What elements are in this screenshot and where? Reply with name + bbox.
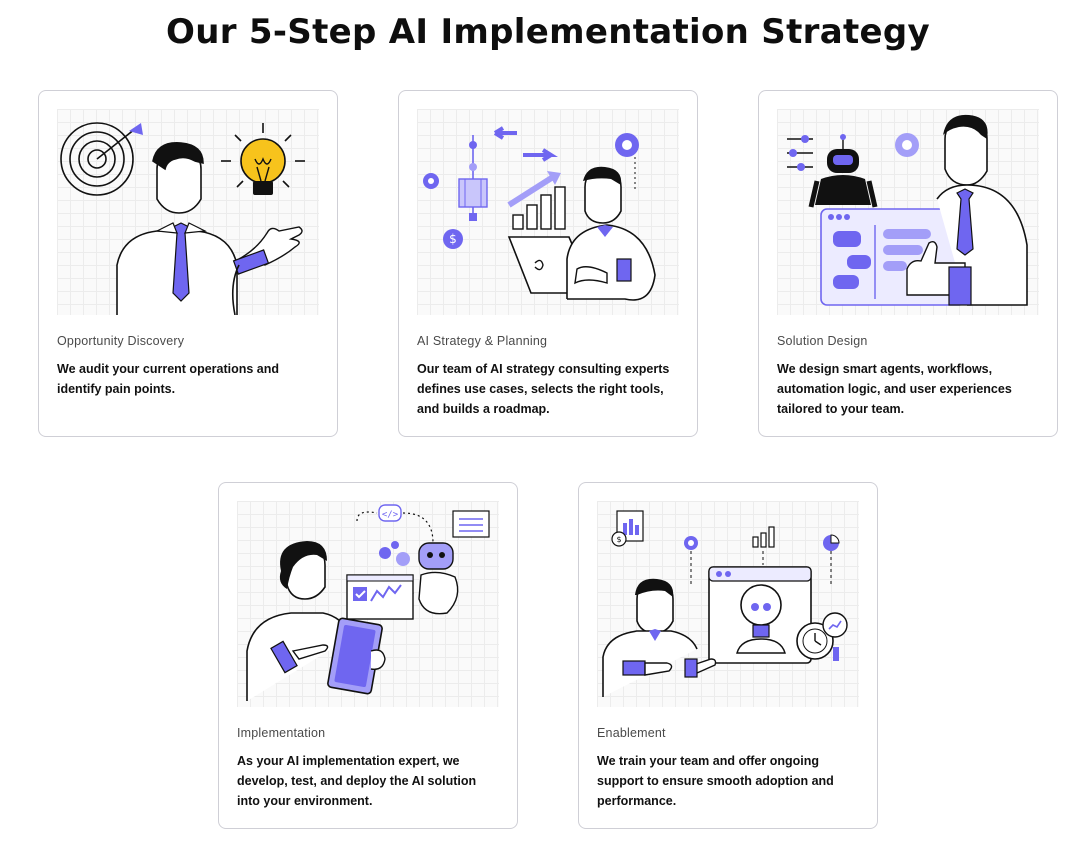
training-lightbulb-illustration: $ [597,501,859,707]
step-card-ai-strategy-planning: $ AI Strategy & Planning Our team of AI … [398,90,698,437]
svg-text:</>: </> [382,510,399,520]
svg-text:$: $ [449,232,457,246]
robot-design-icon [787,114,1028,306]
step-label: Implementation [237,726,326,740]
step-description: Our team of AI strategy consulting exper… [417,362,670,416]
training-lightbulb-icon: $ [602,510,848,697]
step-label: AI Strategy & Planning [417,334,548,348]
target-and-idea-icon [60,122,305,315]
step-label: Opportunity Discovery [57,334,185,348]
step-description: We audit your current operations and ide… [57,362,280,396]
step-card-enablement: $ [578,482,878,829]
page-title: Our 5-Step AI Implementation Strategy [166,12,930,52]
planning-laptop-illustration: $ [417,109,679,315]
step-card-opportunity-discovery: Opportunity Discovery We audit your curr… [38,90,338,437]
tablet-robot-icon: </> [246,504,490,701]
step-label: Enablement [597,726,666,740]
step-description: We train your team and offer ongoing sup… [597,754,834,808]
planning-laptop-icon: $ [423,126,656,301]
step-description: We design smart agents, workflows, autom… [777,362,1012,416]
step-card-solution-design: Solution Design We design smart agents, … [758,90,1058,437]
step-card-implementation: </> [218,482,518,829]
robot-design-illustration [777,109,1039,315]
step-label: Solution Design [777,334,868,348]
step-description: As your AI implementation expert, we dev… [237,754,477,808]
tablet-robot-illustration: </> [237,501,499,707]
target-and-idea-illustration [57,109,319,315]
svg-text:$: $ [616,535,621,544]
